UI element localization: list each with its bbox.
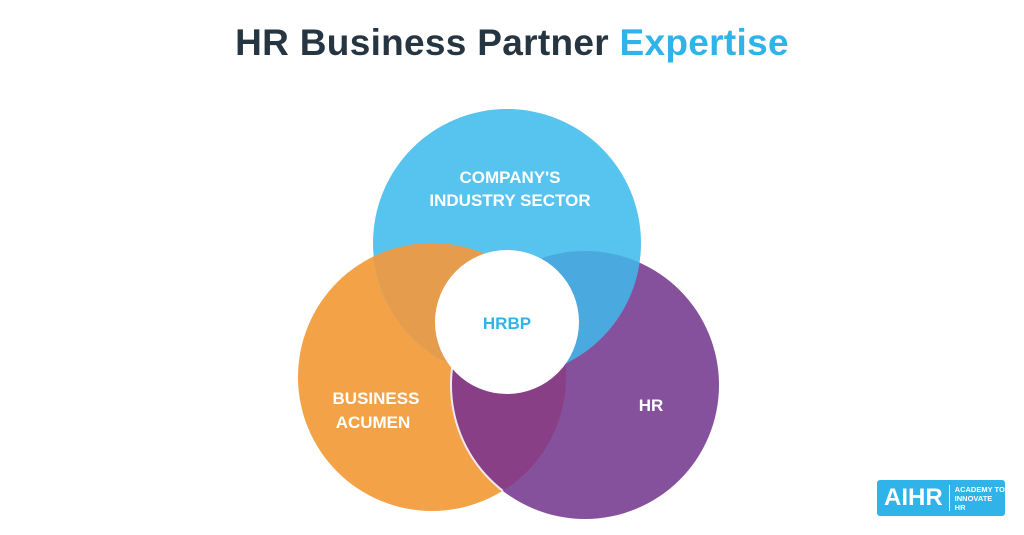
label-hrbp: HRBP bbox=[483, 314, 531, 333]
logo-mark: AIHR bbox=[877, 485, 950, 511]
logo-line1: ACADEMY TO bbox=[954, 484, 1005, 494]
title-accent: Expertise bbox=[619, 22, 789, 63]
label-industry-line2: INDUSTRY SECTOR bbox=[429, 191, 590, 210]
hrbp-center-circle bbox=[435, 250, 579, 394]
label-hr: HR bbox=[639, 396, 664, 415]
page-title: HR Business Partner Expertise bbox=[0, 22, 1024, 64]
label-industry-line1: COMPANY'S bbox=[459, 168, 560, 187]
label-business-line1: BUSINESS bbox=[333, 389, 420, 408]
label-business-line2: ACUMEN bbox=[336, 413, 411, 432]
logo-line2: INNOVATE HR bbox=[954, 493, 993, 512]
title-main: HR Business Partner bbox=[235, 22, 609, 63]
